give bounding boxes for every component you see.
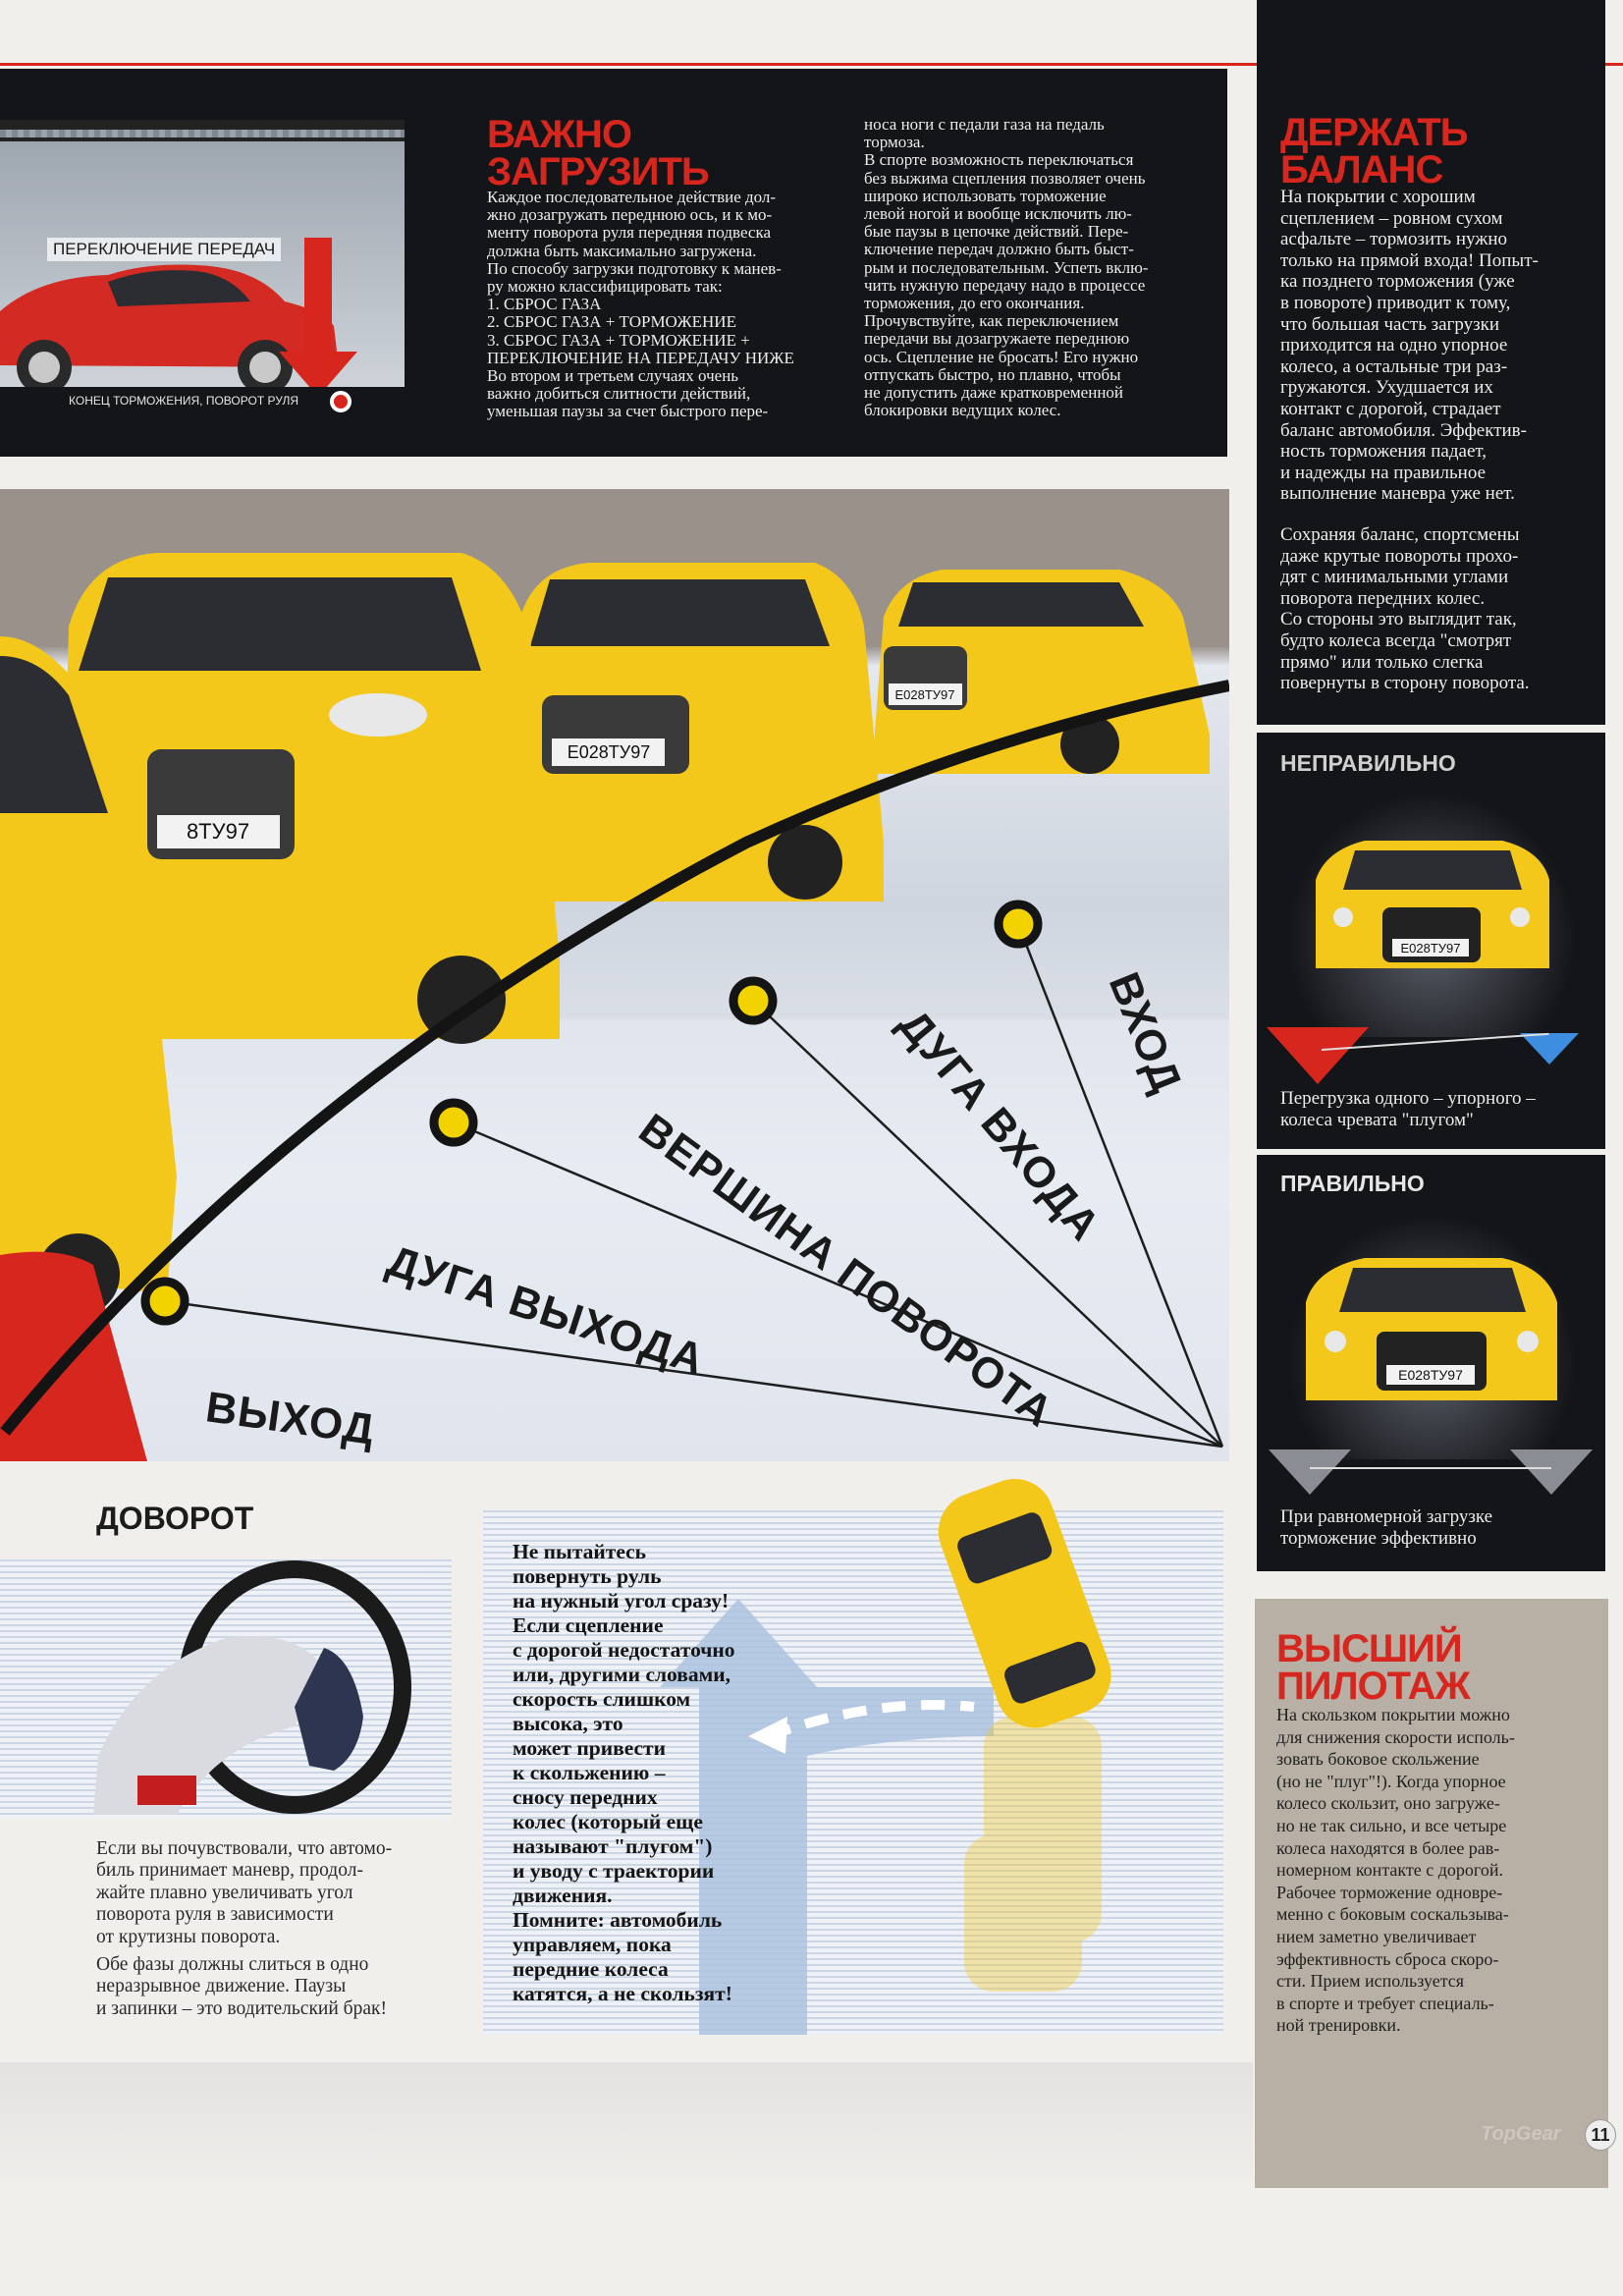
fan-lines bbox=[164, 923, 1224, 1449]
cornering-diagram-photo: Е028ТУ97 Е028ТУ97 8ТУ97 bbox=[0, 489, 1229, 1461]
balance-panel: ДЕРЖАТЬ БАЛАНС На покрытии с хорошим сце… bbox=[1257, 0, 1605, 725]
red-arrow-down bbox=[304, 238, 332, 355]
right-caption: При равномерной загрузке торможение эффе… bbox=[1280, 1506, 1493, 1549]
wrong-title: НЕПРАВИЛЬНО bbox=[1280, 750, 1456, 776]
turn-title: ДОВОРОТ bbox=[96, 1501, 254, 1536]
yellow-car-1: 8ТУ97 bbox=[59, 553, 560, 1044]
grey-down-arrow-right-icon bbox=[1510, 1449, 1593, 1495]
pilot-panel: ВЫСШИЙ ПИЛОТАЖ На скользком покрытии мож… bbox=[1255, 1599, 1608, 2188]
trajectory-arc bbox=[0, 680, 1229, 1436]
wrong-panel: НЕПРАВИЛЬНО Е028ТУ97 Перегрузка одного –… bbox=[1257, 733, 1605, 1149]
point-apex bbox=[429, 1098, 478, 1147]
yellow-car-2: Е028ТУ97 bbox=[511, 563, 884, 902]
wrong-car-image: Е028ТУ97 bbox=[1286, 792, 1577, 1037]
balance-text-1: На покрытии с хорошим сцеплением – ровно… bbox=[1280, 187, 1539, 505]
point-exit bbox=[140, 1277, 189, 1326]
inset-label-top: ПЕРЕКЛЮЧЕНИЕ ПЕРЕДАЧ bbox=[47, 238, 282, 261]
car-1-plate: 8ТУ97 bbox=[187, 819, 249, 844]
red-down-arrow-icon bbox=[1267, 1027, 1369, 1084]
car-2-plate: Е028ТУ97 bbox=[568, 742, 651, 762]
blue-down-arrow-icon bbox=[1520, 1033, 1579, 1065]
right-car-image: Е028ТУ97 bbox=[1286, 1214, 1577, 1459]
page-number: 11 bbox=[1585, 2119, 1616, 2151]
gearshift-inset: ПЕРЕКЛЮЧЕНИЕ ПЕРЕДАЧ КОНЕЦ ТОРМОЖЕНИЯ, П… bbox=[0, 120, 405, 414]
trajectory-points bbox=[140, 900, 1043, 1326]
red-dot-marker bbox=[330, 391, 352, 412]
skid-arrow-graphic bbox=[660, 1599, 994, 2035]
right-panel: ПРАВИЛЬНО Е028ТУ97 При равномерной загру… bbox=[1257, 1155, 1605, 1571]
pilot-title: ВЫСШИЙ ПИЛОТАЖ bbox=[1276, 1627, 1471, 1708]
grey-down-arrow-left-icon bbox=[1269, 1449, 1351, 1495]
important-load-panel: ПЕРЕКЛЮЧЕНИЕ ПЕРЕДАЧ КОНЕЦ ТОРМОЖЕНИЯ, П… bbox=[0, 69, 1227, 457]
topgear-logo: TopGear bbox=[1481, 2123, 1561, 2145]
steering-wheel-photo bbox=[0, 1559, 452, 1819]
important-load-col1: Каждое последовательное действие дол- жн… bbox=[487, 188, 794, 421]
important-load-title: ВАЖНО ЗАГРУЗИТЬ bbox=[487, 113, 710, 193]
right-plate-text: Е028ТУ97 bbox=[1398, 1367, 1463, 1383]
balance-text-2: Сохраняя баланс, спортсмены даже крутые … bbox=[1280, 524, 1530, 694]
point-entry-arc bbox=[729, 976, 778, 1025]
wrong-plate-text: Е028ТУ97 bbox=[1400, 941, 1460, 956]
right-title: ПРАВИЛЬНО bbox=[1280, 1171, 1425, 1196]
warning-panel: Не пытайтесь повернуть руль на нужный уг… bbox=[483, 1478, 1223, 2035]
warning-text: Не пытайтесь повернуть руль на нужный уг… bbox=[513, 1540, 735, 2005]
top-red-line bbox=[0, 63, 1623, 66]
point-entry bbox=[994, 900, 1043, 949]
inset-label-bottom: КОНЕЦ ТОРМОЖЕНИЯ, ПОВОРОТ РУЛЯ bbox=[69, 394, 298, 408]
turn-text-2: Обе фазы должны слиться в одно неразрывн… bbox=[96, 1954, 387, 2019]
wrong-caption: Перегрузка одного – упорного – колеса чр… bbox=[1280, 1088, 1536, 1130]
pilot-text: На скользком покрытии можно для снижения… bbox=[1276, 1705, 1515, 2036]
car-3-plate: Е028ТУ97 bbox=[894, 687, 954, 702]
turn-text-1: Если вы почувствовали, что автомо- биль … bbox=[96, 1838, 393, 1947]
yellow-car-3: Е028ТУ97 bbox=[874, 570, 1210, 774]
sliding-car-graphic bbox=[938, 1478, 1111, 1992]
important-load-col2: носа ноги с педали газа на педаль тормоз… bbox=[864, 115, 1149, 420]
bottom-grey-band bbox=[0, 2062, 1253, 2180]
balance-title: ДЕРЖАТЬ БАЛАНС bbox=[1280, 111, 1469, 191]
